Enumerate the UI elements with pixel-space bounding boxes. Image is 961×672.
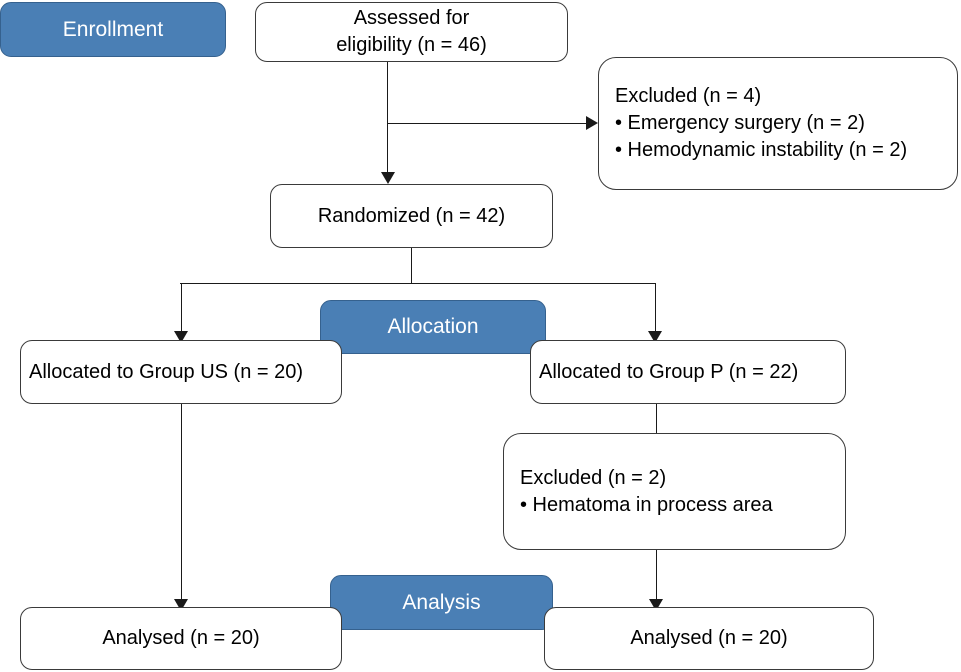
node-randomized-label: Randomized (n = 42) [317, 204, 506, 227]
stage-banner-enrollment: Enrollment [0, 2, 226, 57]
connector-assessed-to-excluded [387, 123, 586, 124]
node-excluded-group-p: Excluded (n = 2) • Hematoma in process a… [503, 433, 846, 550]
stage-banner-analysis-label: Analysis [402, 590, 481, 614]
node-assessed-for-eligibility: Assessed for eligibility (n = 46) [255, 2, 568, 62]
stage-banner-allocation-label: Allocation [387, 315, 479, 338]
node-assessed-label: Assessed for eligibility (n = 46) [336, 7, 487, 56]
node-excluded-top-label: Excluded (n = 4) • Emergency surgery (n … [615, 85, 908, 161]
connector-randomized-down [411, 248, 412, 284]
stage-banner-enrollment-label: Enrollment [62, 17, 164, 41]
connector-split-to-group-us [181, 283, 182, 333]
node-excluded-group-p-label: Excluded (n = 2) • Hematoma in process a… [520, 466, 773, 516]
stage-banner-analysis: Analysis [330, 575, 553, 630]
node-allocated-group-us: Allocated to Group US (n = 20) [20, 340, 342, 404]
connector-group-us-to-analysed [181, 404, 182, 601]
connector-assessed-to-randomized [387, 62, 388, 174]
node-allocated-group-p: Allocated to Group P (n = 22) [530, 340, 846, 404]
node-analysed-group-us: Analysed (n = 20) [20, 607, 342, 670]
stage-banner-allocation: Allocation [320, 300, 546, 354]
connector-split-to-group-p [655, 283, 656, 333]
connector-allocation-split-bus [180, 283, 656, 284]
node-analysed-group-us-label: Analysed (n = 20) [102, 627, 260, 649]
node-analysed-group-p-label: Analysed (n = 20) [630, 627, 788, 649]
node-allocated-group-p-label: Allocated to Group P (n = 22) [539, 360, 799, 383]
connector-excluded-to-analysed-p [656, 549, 657, 602]
connector-group-p-to-excluded [656, 404, 657, 434]
node-excluded-top: Excluded (n = 4) • Emergency surgery (n … [598, 57, 958, 190]
arrowhead-randomized [380, 172, 395, 184]
node-allocated-group-us-label: Allocated to Group US (n = 20) [29, 360, 304, 383]
arrowhead-excluded-top [586, 116, 598, 130]
node-randomized: Randomized (n = 42) [270, 184, 553, 248]
node-analysed-group-p: Analysed (n = 20) [544, 607, 874, 670]
